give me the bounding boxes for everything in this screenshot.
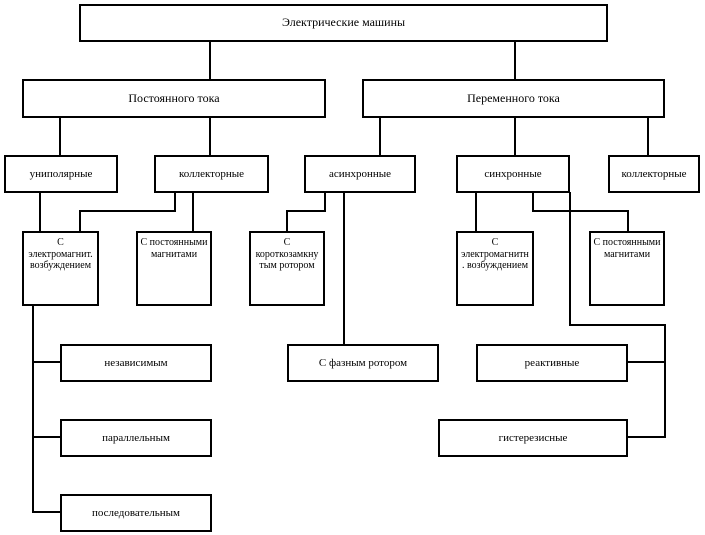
label-hysteresis: гистерезисные [498, 431, 568, 444]
label-dc-electromagnetic-excitation: С электромагнит. возбуждением [28, 237, 93, 271]
box-squirrel-cage-rotor: С короткозамкну тым ротором [249, 231, 325, 306]
box-sync-electromagnetic-excitation: С электромагнитн . возбуждением [456, 231, 534, 306]
connector-collector-electromag [79, 192, 176, 231]
label-dc: Постоянного тока [128, 90, 220, 105]
box-sync-permanent-magnets: С постоянными магнитами [589, 231, 665, 306]
label-ac-collector: коллекторные [621, 167, 687, 180]
box-parallel: параллельным [60, 419, 212, 457]
label-dc-collector: коллекторные [178, 167, 245, 180]
label-ac: Переменного тока [467, 90, 560, 105]
box-independent: независимым [60, 344, 212, 382]
label-independent: независимым [104, 356, 168, 369]
box-hysteresis: гистерезисные [438, 419, 628, 457]
connector-excitation-trunk [32, 305, 60, 513]
label-electric-machines: Электрические машины [281, 15, 406, 30]
box-dc-electromagnetic-excitation: С электромагнит. возбуждением [22, 231, 99, 306]
label-squirrel-cage-rotor: С короткозамкну тым ротором [255, 237, 319, 271]
box-reactive: реактивные [476, 344, 628, 382]
box-dc: Постоянного тока [22, 79, 326, 118]
box-sync: синхронные [456, 155, 570, 193]
label-unipolar: униполярные [29, 167, 93, 180]
label-sync: синхронные [484, 167, 542, 180]
connector-sync-hysteresis [569, 192, 666, 438]
box-series: последовательным [60, 494, 212, 532]
label-series: последовательным [92, 506, 180, 519]
box-wound-rotor: С фазным ротором [287, 344, 439, 382]
label-wound-rotor: С фазным ротором [318, 356, 408, 369]
box-unipolar: униполярные [4, 155, 118, 193]
label-sync-electromagnetic-excitation: С электромагнитн . возбуждением [461, 237, 529, 271]
label-dc-permanent-magnets: С постоянными магнитами [140, 237, 208, 260]
box-dc-collector: коллекторные [154, 155, 269, 193]
box-dc-permanent-magnets: С постоянными магнитами [136, 231, 212, 306]
connector-sync-permanent [532, 192, 629, 231]
label-async: асинхронные [328, 167, 392, 180]
label-reactive: реактивные [524, 356, 580, 369]
box-ac: Переменного тока [362, 79, 665, 118]
box-electric-machines: Электрические машины [79, 4, 608, 42]
label-sync-permanent-magnets: С постоянными магнитами [593, 237, 661, 260]
box-async: асинхронные [304, 155, 416, 193]
label-parallel: параллельным [102, 431, 170, 444]
box-ac-collector: коллекторные [608, 155, 700, 193]
connector-async-squirrel [286, 192, 326, 231]
